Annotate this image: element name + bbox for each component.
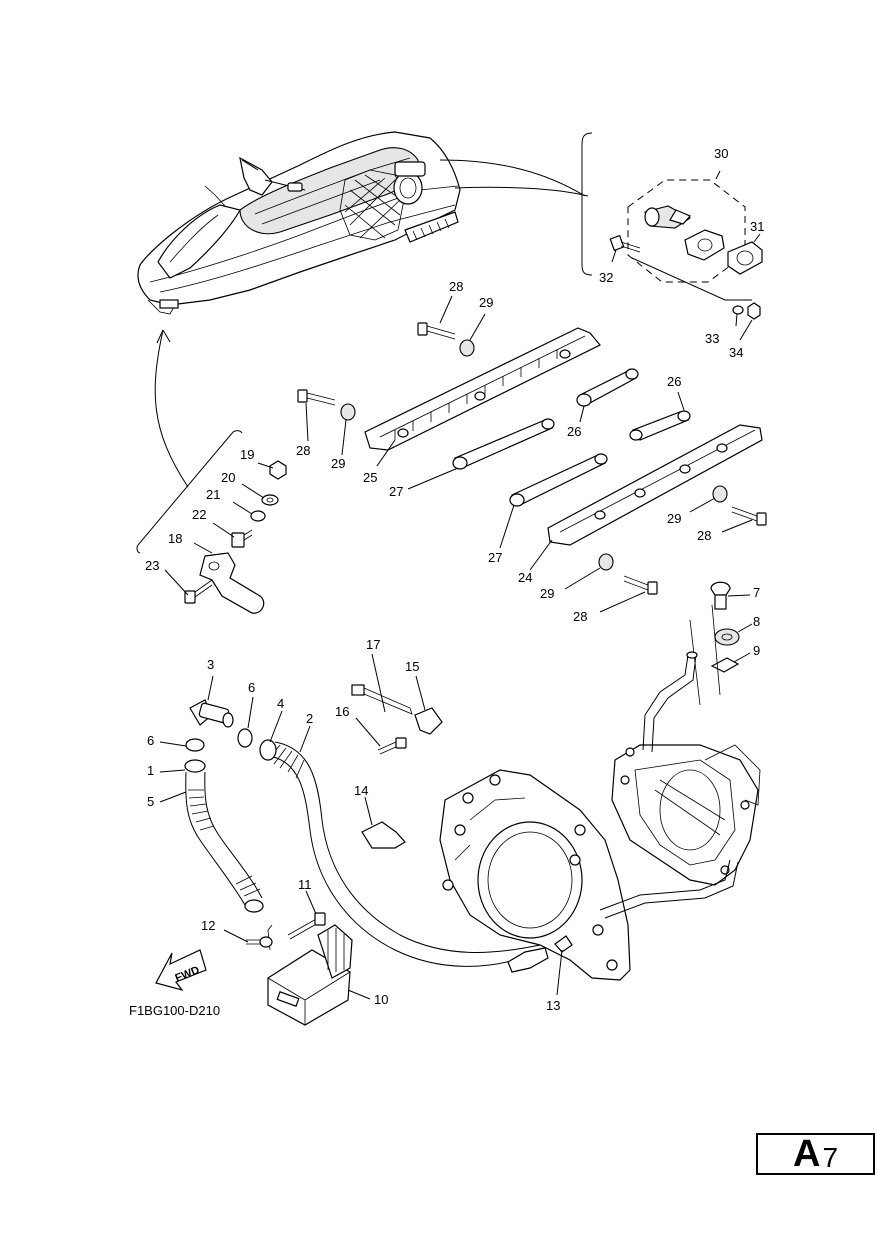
bracket-assembly <box>136 430 287 614</box>
washer-part-33 <box>732 305 744 315</box>
callout-19: 19 <box>240 447 254 462</box>
callout-22: 22 <box>192 507 206 522</box>
callout-17: 17 <box>366 637 380 652</box>
jet-pump-housing <box>439 651 761 981</box>
callout-2: 2 <box>306 711 313 726</box>
callout-8: 8 <box>753 614 760 629</box>
hoses-and-fittings <box>159 653 573 1026</box>
link-part-27-b <box>511 454 606 506</box>
callout-29-c: 29 <box>667 511 681 526</box>
callout-6-a: 6 <box>248 680 255 695</box>
callout-14: 14 <box>354 783 368 798</box>
page-badge-number: 7 <box>822 1142 839 1173</box>
callout-28-c: 28 <box>697 528 711 543</box>
washer-part-20 <box>261 494 279 506</box>
callout-6-b: 6 <box>147 733 154 748</box>
module-part-10 <box>267 924 353 1026</box>
clamp-part-6-b <box>237 728 253 748</box>
page-badge-letter: A <box>792 1133 821 1175</box>
bolt-part-28-d <box>623 575 658 595</box>
engine-cutaway <box>339 161 426 241</box>
callout-4: 4 <box>277 696 284 711</box>
diagram-code: F1BG100-D210 <box>129 1003 220 1018</box>
callout-7: 7 <box>753 585 760 600</box>
bolt-part-22 <box>231 529 253 548</box>
callout-29-a: 29 <box>479 295 493 310</box>
callout-16: 16 <box>335 704 349 719</box>
collar-part-29-d <box>598 553 614 571</box>
leader-curve-upper-a <box>439 159 586 197</box>
collar-part-29-b <box>340 403 356 421</box>
fitting-part-12 <box>246 936 273 948</box>
callout-13: 13 <box>546 998 560 1013</box>
leader-curve-lower <box>154 329 189 488</box>
bailer-valve-part-30 <box>644 205 725 261</box>
callout-12: 12 <box>201 918 215 933</box>
callout-29-b: 29 <box>331 456 345 471</box>
leader-curve-upper-b <box>454 186 589 197</box>
watercraft-overview <box>137 131 461 315</box>
callout-31: 31 <box>750 219 764 234</box>
callout-20: 20 <box>221 470 235 485</box>
callout-3: 3 <box>207 657 214 672</box>
clip-part-13 <box>554 935 573 953</box>
drain-plug-assembly <box>689 581 753 706</box>
washer-part-21 <box>250 510 266 522</box>
bolt-part-32 <box>609 234 641 253</box>
callout-23: 23 <box>145 558 159 573</box>
callout-28-d: 28 <box>573 609 587 624</box>
intake-grate-assembly <box>297 295 767 613</box>
rivet-part-16 <box>377 737 407 755</box>
cable-tie-part-17 <box>351 684 413 715</box>
nut-part-19 <box>269 460 287 480</box>
holder-part-15 <box>414 707 443 735</box>
callout-18: 18 <box>168 531 182 546</box>
page-badge: A 7 <box>756 1133 875 1175</box>
bolt-part-28-a <box>417 322 456 340</box>
callout-9: 9 <box>753 643 760 658</box>
bailer-detail-box <box>581 132 763 341</box>
callout-11: 11 <box>298 877 312 892</box>
callout-29-d: 29 <box>540 586 554 601</box>
collar-part-29-c <box>712 485 728 503</box>
screw-part-11 <box>287 912 326 940</box>
callout-33: 33 <box>705 331 719 346</box>
nut-part-34 <box>747 302 761 320</box>
clamp-part-14 <box>361 821 406 849</box>
gasket-part-31 <box>727 241 763 275</box>
callout-labels: 30 31 32 33 34 28 29 28 29 25 27 26 26 2… <box>129 146 764 1018</box>
link-part-27-a <box>454 419 553 469</box>
fwd-arrow-icon: FWD <box>155 949 207 992</box>
fitting-part-3 <box>189 699 234 728</box>
callout-28-b: 28 <box>296 443 310 458</box>
callout-15: 15 <box>405 659 419 674</box>
callout-25: 25 <box>363 470 377 485</box>
clamp-part-6-a <box>185 738 205 752</box>
callout-34: 34 <box>729 345 743 360</box>
bracket-part-18 <box>199 552 265 614</box>
callout-30: 30 <box>714 146 728 161</box>
bolt-part-23 <box>184 579 213 604</box>
collar-part-29-a <box>459 339 475 357</box>
callout-26-b: 26 <box>667 374 681 389</box>
callout-27-a: 27 <box>389 484 403 499</box>
bolt-part-28-c <box>731 506 767 526</box>
callout-32: 32 <box>599 270 613 285</box>
intake-grate <box>404 211 459 243</box>
callout-21: 21 <box>206 487 220 502</box>
callout-5: 5 <box>147 794 154 809</box>
callout-1: 1 <box>147 763 154 778</box>
callout-10: 10 <box>374 992 388 1007</box>
callout-27-b: 27 <box>488 550 502 565</box>
callout-24: 24 <box>518 570 532 585</box>
callout-26-a: 26 <box>567 424 581 439</box>
bolt-part-28-b <box>297 389 336 406</box>
callout-28-a: 28 <box>449 279 463 294</box>
